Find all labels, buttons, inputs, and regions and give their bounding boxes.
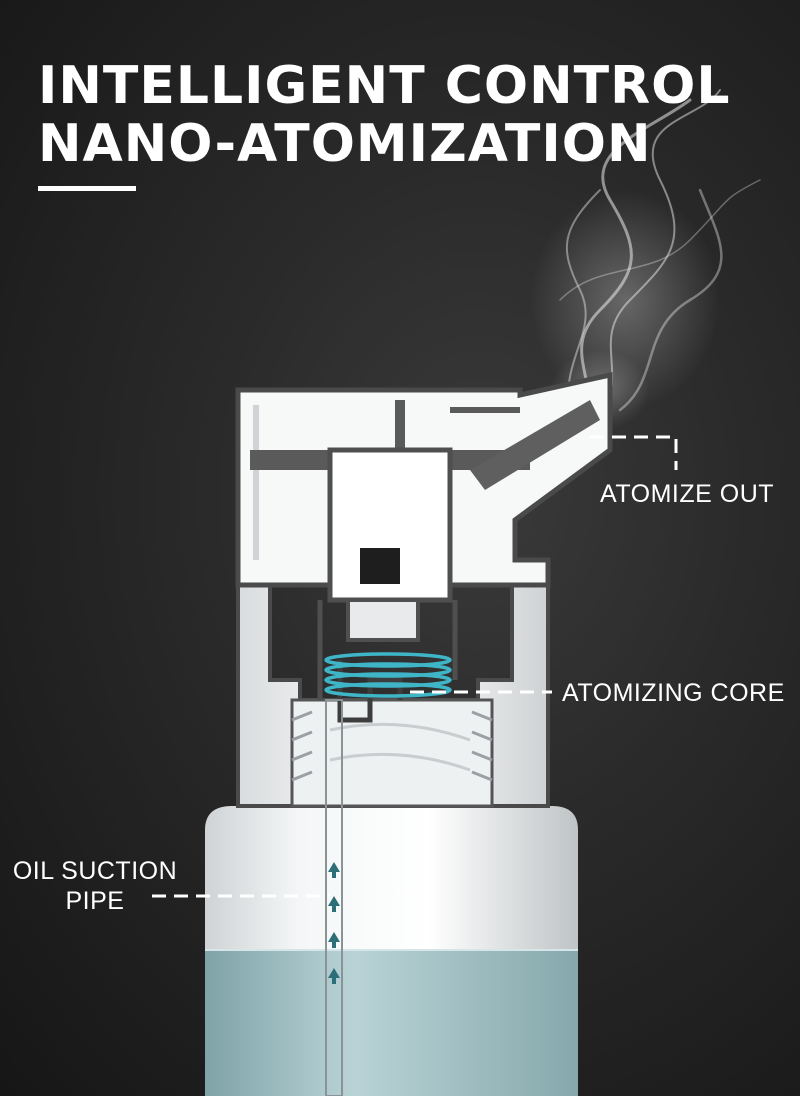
atomize-out-label: ATOMIZE OUT (600, 480, 775, 508)
oil-suction-label-line-2: PIPE (65, 887, 125, 915)
headline-line-2: NANO-ATOMIZATION (38, 114, 652, 174)
title-underline (38, 186, 136, 191)
atomizing-core-coil (324, 652, 452, 698)
spray-head (235, 371, 613, 723)
leader-lines (152, 435, 678, 898)
flow-arrows (328, 862, 340, 984)
oil-liquid (205, 950, 578, 1096)
bottle (205, 806, 578, 1096)
oil-suction-pipe (325, 699, 343, 1096)
atomizing-core-label: ATOMIZING CORE (562, 679, 785, 707)
headline-line-1: INTELLIGENT CONTROL (38, 56, 731, 116)
oil-suction-label-line-1: OIL SUCTION (12, 857, 178, 885)
leader-atomize-out (590, 435, 678, 470)
oil-suction-pipe-label: OIL SUCTION PIPE (10, 856, 180, 916)
